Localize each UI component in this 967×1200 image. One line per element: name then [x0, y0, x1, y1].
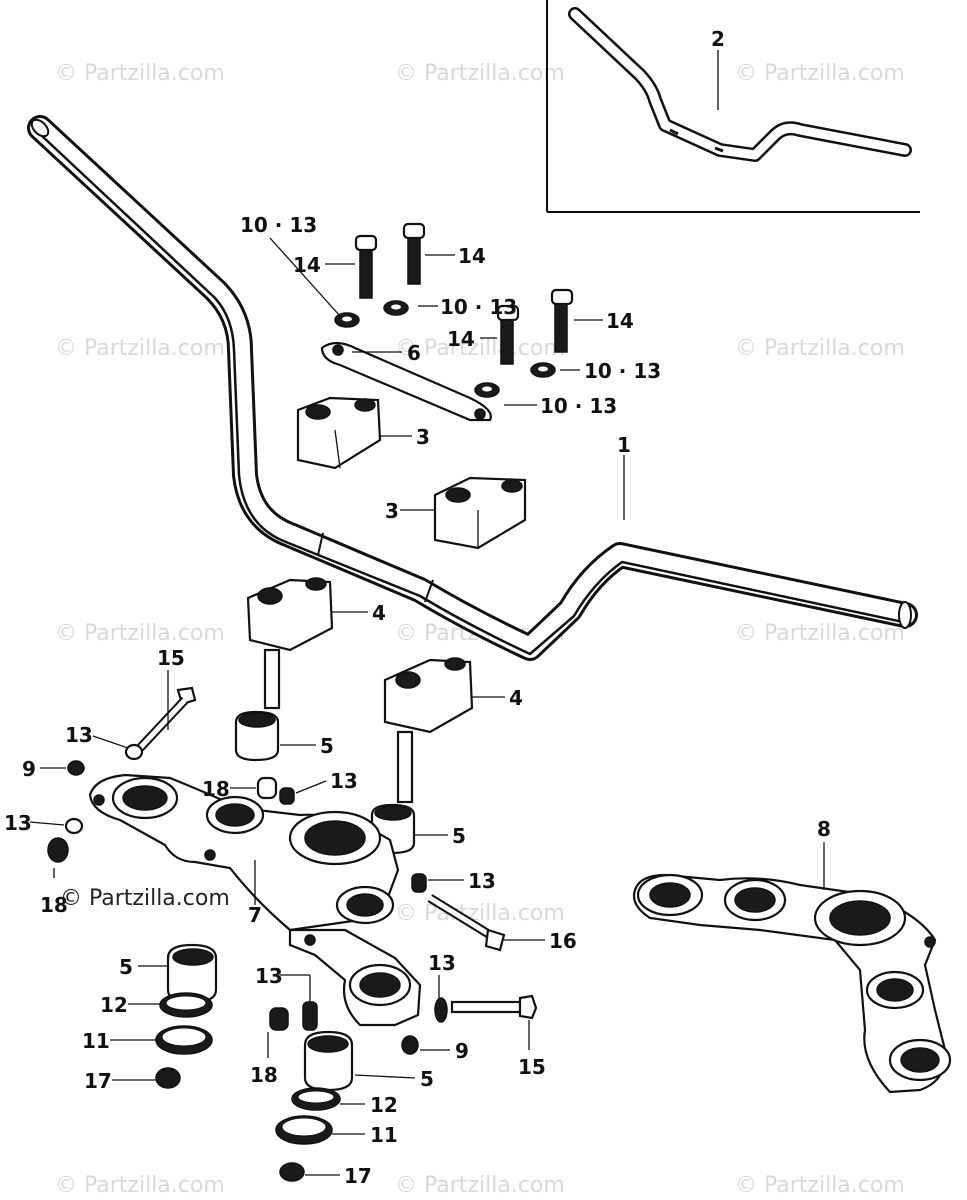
callout-17-b: 17	[344, 1164, 372, 1188]
small-parts	[47, 743, 448, 1055]
handlebar-main	[27, 115, 918, 661]
bolt-15-a	[136, 686, 197, 752]
top-bridge	[88, 773, 400, 932]
callout-11-a: 11	[82, 1029, 110, 1053]
callout-18-b: 18	[40, 893, 68, 917]
callout-4-b: 4	[509, 686, 523, 710]
watermark: © Partzilla.com	[735, 621, 905, 646]
watermark: © Partzilla.com	[395, 61, 565, 86]
bolt-14-a	[354, 234, 378, 299]
callout-13-e: 13	[255, 964, 283, 988]
callout-8: 8	[817, 817, 831, 841]
callout-13-b: 13	[4, 811, 32, 835]
callout-13-c: 13	[330, 769, 358, 793]
callout-3-a: 3	[416, 425, 430, 449]
callout-9-a: 9	[22, 757, 36, 781]
stack-left	[155, 943, 218, 1089]
watermark-dark: © Partzilla.com	[60, 886, 230, 911]
callout-14-c: 14	[447, 327, 475, 351]
callout-14-b: 14	[458, 244, 486, 268]
callout-10-13-a: 10 · 13	[240, 213, 317, 237]
callout-16: 16	[549, 929, 577, 953]
callout-15-b: 15	[518, 1055, 546, 1079]
callout-5-a: 5	[320, 734, 334, 758]
callout-5-b: 5	[452, 824, 466, 848]
watermark: © Partzilla.com	[395, 1173, 565, 1198]
clamp-plate	[320, 341, 492, 422]
callout-15-a: 15	[157, 646, 185, 670]
bridge-alt	[632, 873, 952, 1094]
callout-18-a: 18	[202, 777, 230, 801]
callout-5-c: 5	[119, 955, 133, 979]
callout-2: 2	[711, 27, 725, 51]
callout-12-a: 12	[100, 993, 128, 1017]
watermark: © Partzilla.com	[55, 621, 225, 646]
callout-13-a: 13	[65, 723, 93, 747]
watermark: © Partzilla.com	[55, 61, 225, 86]
watermarks: © Partzilla.com © Partzilla.com © Partzi…	[55, 61, 905, 1198]
cushion-5-a	[234, 710, 280, 762]
watermark: © Partzilla.com	[395, 901, 565, 926]
callout-3-b: 3	[385, 499, 399, 523]
callout-7: 7	[248, 903, 262, 927]
bolt-14-d	[550, 288, 574, 353]
callout-6: 6	[407, 341, 421, 365]
callout-13-d: 13	[468, 869, 496, 893]
watermark: © Partzilla.com	[395, 336, 565, 361]
callout-10-13-c: 10 · 13	[584, 359, 661, 383]
watermark: © Partzilla.com	[55, 1173, 225, 1198]
lower-holder-b	[383, 657, 474, 804]
callout-14-a: 14	[293, 253, 321, 277]
callout-12-b: 12	[370, 1093, 398, 1117]
bolt-14-b	[402, 222, 426, 285]
leader-lines	[29, 50, 825, 1176]
callout-10-13-d: 10 · 13	[540, 394, 617, 418]
bolt-14-c	[496, 304, 520, 365]
watermark: © Partzilla.com	[55, 336, 225, 361]
callout-10-13-b: 10 · 13	[440, 295, 517, 319]
washers-10-13	[334, 300, 556, 398]
callout-14-d: 14	[606, 309, 634, 333]
bolt-15-b	[450, 994, 538, 1020]
inset-frame	[546, 0, 920, 213]
callout-18-c: 18	[250, 1063, 278, 1087]
upper-holder-b	[433, 476, 527, 550]
stack-right	[275, 1030, 354, 1182]
handlebar-alt	[568, 7, 912, 162]
watermark: © Partzilla.com	[735, 336, 905, 361]
lower-holder-a	[246, 577, 334, 710]
callout-9-b: 9	[455, 1039, 469, 1063]
callout-5-d: 5	[420, 1067, 434, 1091]
bolt-16	[427, 894, 506, 952]
watermark: © Partzilla.com	[735, 1173, 905, 1198]
callout-4-a: 4	[372, 601, 386, 625]
callout-11-b: 11	[370, 1123, 398, 1147]
watermark: © Partzilla.com	[735, 61, 905, 86]
callout-13-f: 13	[428, 951, 456, 975]
top-bridge-lower-arm	[288, 928, 422, 1027]
callout-1: 1	[617, 433, 631, 457]
upper-holder-a	[296, 396, 382, 470]
callout-17-a: 17	[84, 1069, 112, 1093]
callouts: 2 1 10 · 13 14 14 10 · 13 14 14 10 · 13 …	[4, 27, 831, 1188]
